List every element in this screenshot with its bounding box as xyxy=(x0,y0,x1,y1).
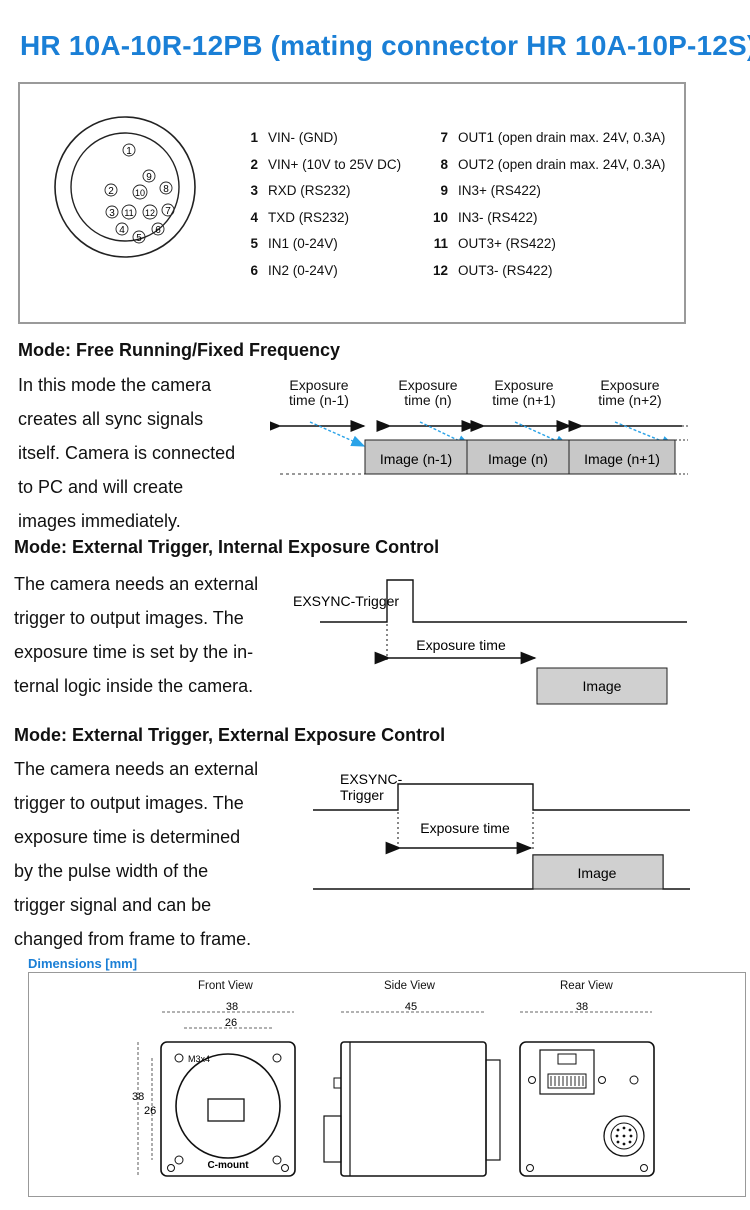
side-view-label: Side View xyxy=(384,980,435,992)
rear-width-38: 38 xyxy=(576,1001,588,1013)
c-mount-label: C-mount xyxy=(207,1160,249,1171)
pin-number: 12 xyxy=(432,262,448,278)
pin-number: 11 xyxy=(433,236,448,251)
dimensions-panel xyxy=(28,972,746,1197)
desc-line: ternal logic inside the camera. xyxy=(14,676,254,696)
pin-label: IN2 (0-24V) xyxy=(268,262,338,278)
face-pin-7: 7 xyxy=(165,206,171,217)
pin-label: IN3- (RS422) xyxy=(458,209,538,225)
desc-line: trigger signal and can be xyxy=(14,895,212,915)
exsync-trigger-label: EXSYNC-Trigger xyxy=(293,593,399,609)
image-label-n+1: Image (n+1) xyxy=(584,451,660,467)
desc-line: trigger to output images. The xyxy=(14,793,244,813)
pin-label: OUT3- (RS422) xyxy=(458,262,553,278)
pin-number: 6 xyxy=(250,262,258,278)
face-pin-8: 8 xyxy=(163,184,169,195)
pinout-panel xyxy=(18,82,686,324)
front-width-38: 38 xyxy=(226,1001,238,1013)
desc-line: The camera needs an external xyxy=(14,759,259,779)
front-height-38: 38 xyxy=(132,1091,144,1103)
face-pin-11: 11 xyxy=(124,208,133,218)
mode1-heading: Mode: Free Running/Fixed Frequency xyxy=(18,340,341,360)
external-exposure-timing-diagram: EXSYNC- Trigger Exposure time Image xyxy=(313,771,690,890)
exposure-time-label: Exposure time xyxy=(420,820,510,836)
desc-line: images immediately. xyxy=(18,511,181,531)
exsync-label-line2: Trigger xyxy=(340,787,384,803)
desc-line: itself. Camera is connected xyxy=(18,443,236,463)
pin-number: 7 xyxy=(440,130,448,145)
exposure-time-label: Exposure time xyxy=(416,637,506,653)
face-pin-12: 12 xyxy=(145,208,155,218)
desc-line: to PC and will create xyxy=(18,477,184,497)
image-label: Image xyxy=(583,678,622,694)
mode3-heading: Mode: External Trigger, External Exposur… xyxy=(14,725,446,745)
front-view-label: Front View xyxy=(198,980,253,992)
image-label-n-1: Image (n-1) xyxy=(380,451,452,467)
pin-label: OUT3+ (RS422) xyxy=(458,236,556,251)
mode2-description: The camera needs an external trigger to … xyxy=(14,567,258,703)
pin-list-right: 7 OUT1 (open drain max. 24V, 0.3A) 8 OUT2 … xyxy=(426,130,665,289)
pin-label: TXD (RS232) xyxy=(268,209,350,225)
face-pin-6: 6 xyxy=(155,225,161,236)
desc-line: trigger to output images. The xyxy=(14,608,244,628)
internal-exposure-timing-diagram: EXSYNC-Trigger Exposure time Image xyxy=(293,579,687,705)
pin-label: RXD (RS232) xyxy=(268,183,351,198)
thread-label: M3x4 xyxy=(188,1054,210,1064)
page-title: HR 10A-10R-12PB (mating connector HR 10A… xyxy=(20,30,750,61)
pin-label: OUT1 (open drain max. 24V, 0.3A) xyxy=(458,130,666,145)
desc-line: exposure time is determined xyxy=(14,827,241,847)
face-pin-5: 5 xyxy=(136,233,142,244)
pin-label: VIN- (GND) xyxy=(268,130,338,145)
rear-view-label: Rear View xyxy=(560,980,613,992)
image-label: Image xyxy=(578,865,617,881)
pin-number: 10 xyxy=(432,209,448,225)
desc-line: The camera needs an external xyxy=(14,574,259,594)
mode3-description: The camera needs an external trigger to … xyxy=(14,752,258,956)
mode1-description: In this mode the camera creates all sync… xyxy=(18,368,235,538)
pin-number: 2 xyxy=(250,156,258,172)
face-pin-4: 4 xyxy=(119,225,125,236)
front-height-26: 26 xyxy=(144,1105,156,1117)
mode2-heading: Mode: External Trigger, Internal Exposur… xyxy=(14,537,440,557)
face-pin-1: 1 xyxy=(126,146,132,157)
face-pin-10: 10 xyxy=(135,188,145,198)
pin-number: 9 xyxy=(440,183,448,198)
dimensions-title: Dimensions [mm] xyxy=(28,956,138,971)
face-pin-2: 2 xyxy=(108,186,114,197)
free-running-timing-diagram: Image (n-1) Image (n) Image (n+1) xyxy=(270,420,688,475)
pin-number: 3 xyxy=(250,183,258,198)
camera-dimension-drawing: 38 26 38 26 M3x4 C-mount 45 38 xyxy=(132,1001,655,1177)
side-length-45: 45 xyxy=(405,1001,417,1013)
pin-number: 8 xyxy=(440,156,448,172)
exsync-label-line1: EXSYNC- xyxy=(340,771,403,787)
desc-line: In this mode the camera xyxy=(18,375,212,395)
pin-label: OUT2 (open drain max. 24V, 0.3A) xyxy=(458,156,666,172)
desc-line: creates all sync signals xyxy=(18,409,204,429)
pin-label: VIN+ (10V to 25V DC) xyxy=(268,156,402,172)
pin-list-left: 1 VIN- (GND) 2 VIN+ (10V to 25V DC) 3 RXD (… xyxy=(236,130,401,289)
desc-line: exposure time is set by the in- xyxy=(14,642,254,662)
pin-label: IN3+ (RS422) xyxy=(458,183,541,198)
image-label-n: Image (n) xyxy=(488,451,548,467)
pin-number: 1 xyxy=(250,130,258,145)
desc-line: changed from frame to frame. xyxy=(14,929,252,949)
front-width-26: 26 xyxy=(225,1017,237,1029)
connector-face-diagram: 1 2 3 4 5 6 7 8 9 10 11 12 xyxy=(54,116,196,258)
pin-number: 5 xyxy=(250,236,258,251)
face-pin-9: 9 xyxy=(146,172,152,183)
face-pin-3: 3 xyxy=(109,208,115,219)
desc-line: by the pulse width of the xyxy=(14,861,209,881)
pin-number: 4 xyxy=(250,209,258,225)
pin-label: IN1 (0-24V) xyxy=(268,236,338,251)
